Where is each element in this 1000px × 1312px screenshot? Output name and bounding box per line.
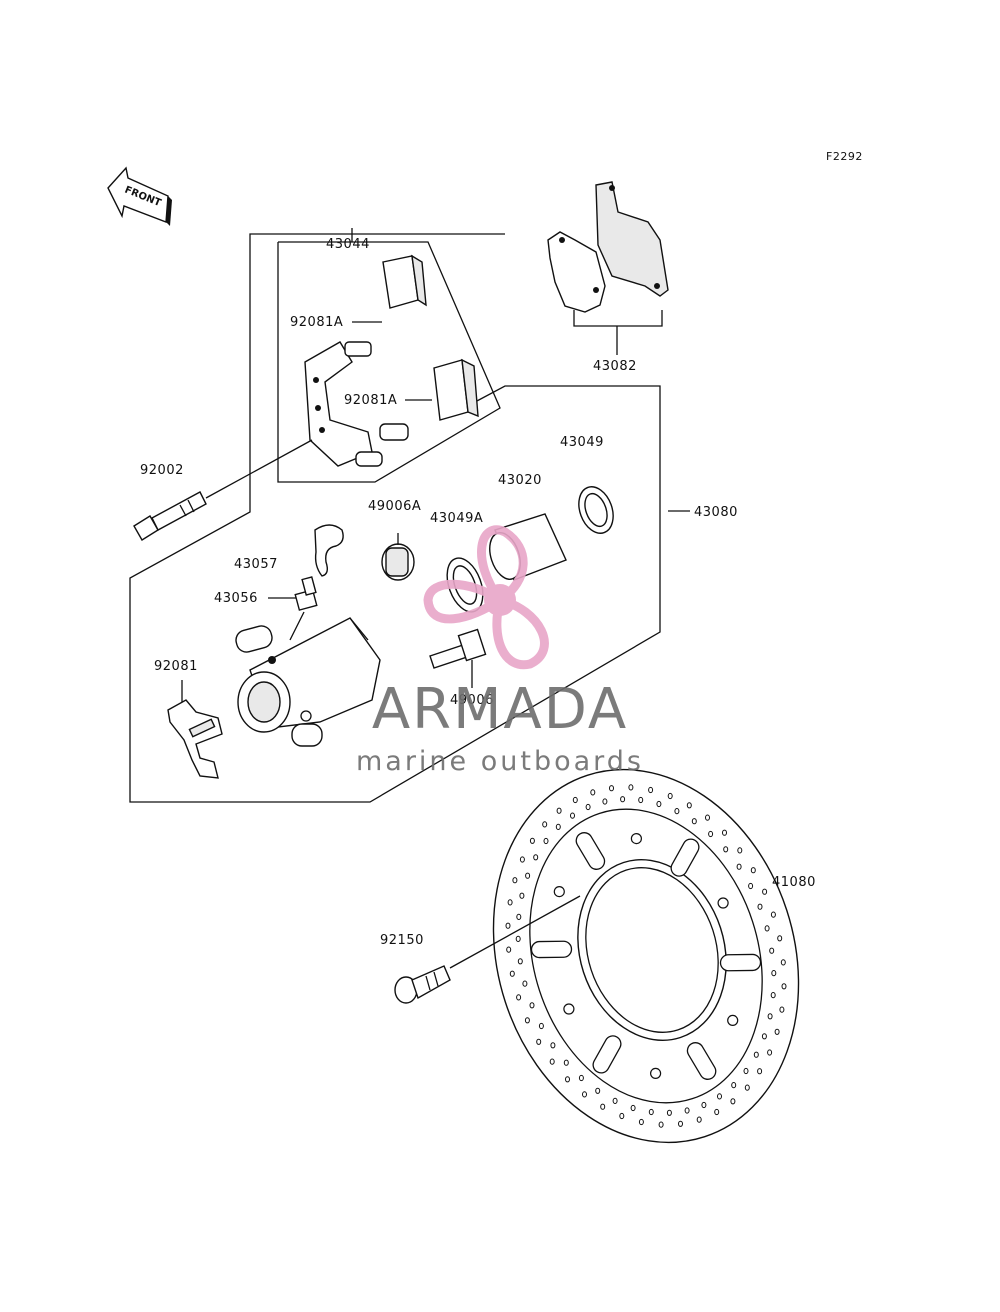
boot-49006a: [381, 533, 415, 581]
watermark-tagline: marine outboards: [356, 746, 644, 777]
brake-pads: [547, 181, 669, 313]
brake-disc: [492, 768, 800, 1144]
bolt-92150: [394, 895, 581, 1004]
label-49006: 49006: [450, 693, 494, 708]
boot-upper: [382, 254, 427, 309]
bracket-assembly-outline: [277, 241, 501, 483]
caliper-assembly-outline: [129, 233, 661, 803]
label-43049a: 43049A: [430, 511, 483, 526]
caliper-body: [235, 617, 381, 747]
spring-92081: [167, 680, 223, 779]
label-43049: 43049: [560, 435, 604, 450]
label-43057: 43057: [234, 557, 278, 572]
label-43020: 43020: [498, 473, 542, 488]
propeller-icon: [423, 525, 549, 670]
slide-pin-49006: [429, 628, 487, 688]
caliper-bracket: [304, 341, 409, 467]
label-41080: 41080: [772, 875, 816, 890]
label-92081: 92081: [154, 659, 198, 674]
label-43044: 43044: [326, 237, 370, 252]
label-92081a-1: 92081A: [290, 315, 343, 330]
front-arrow-icon: FRONT: [107, 166, 172, 226]
bleed-cap: [314, 524, 344, 577]
bolt-92002: [133, 439, 313, 541]
watermark-logo: ARMADA marine outboards: [356, 525, 644, 777]
label-92002: 92002: [140, 463, 184, 478]
label-92150: 92150: [380, 933, 424, 948]
boot-lower: [433, 358, 479, 421]
bleed-valve: [268, 576, 318, 641]
label-43056: 43056: [214, 591, 258, 606]
label-92081a-2: 92081A: [344, 393, 397, 408]
label-43080: 43080: [694, 505, 738, 520]
watermark-brand: ARMADA: [372, 677, 628, 742]
figure-code: F2292: [826, 150, 863, 163]
label-43082: 43082: [593, 359, 637, 374]
label-49006a: 49006A: [368, 499, 421, 514]
